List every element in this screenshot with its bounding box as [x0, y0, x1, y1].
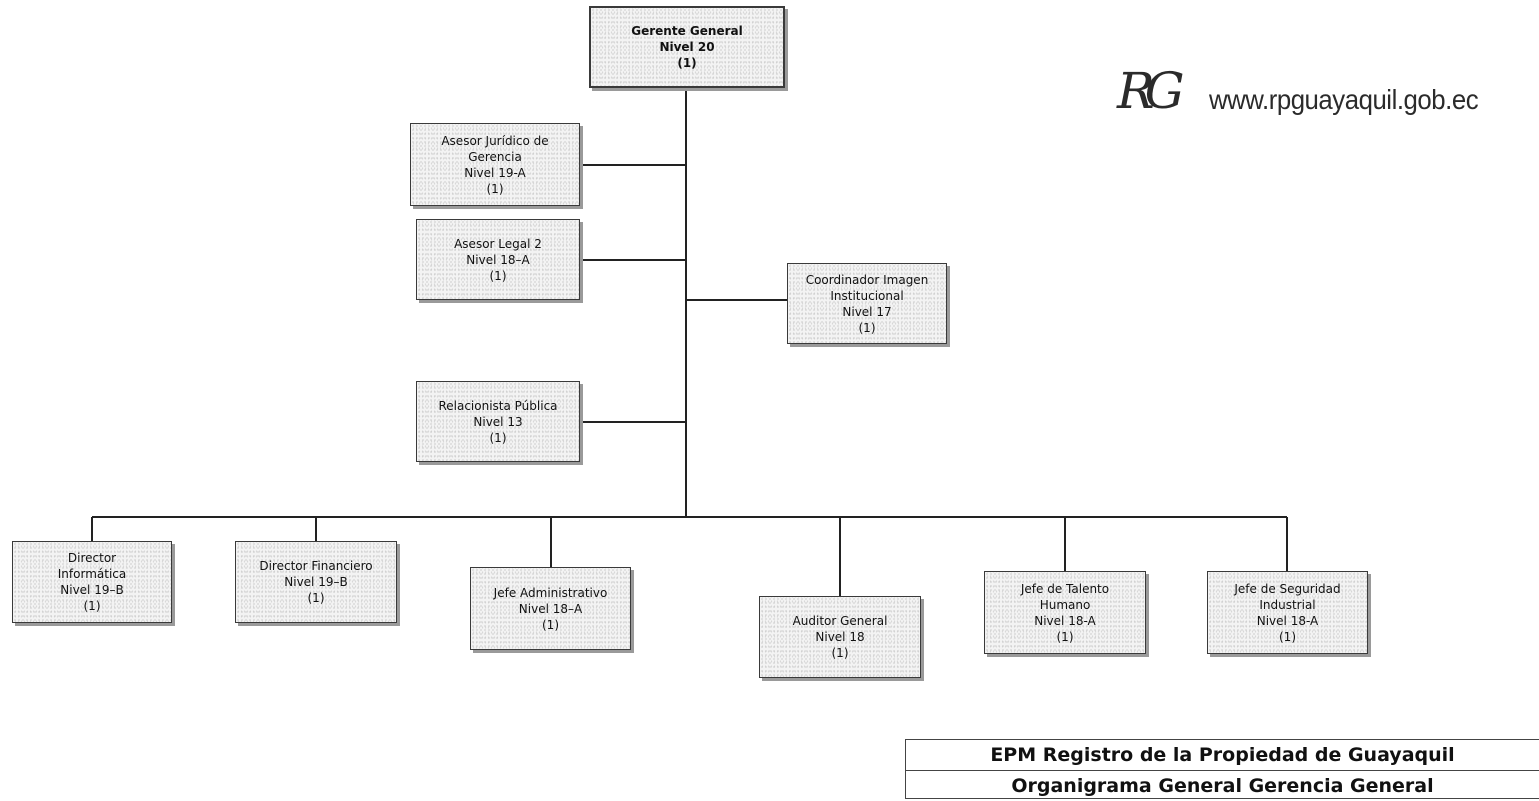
- node-asesor-juridico: Asesor Jurídico de Gerencia Nivel 19-A (…: [410, 123, 580, 206]
- node-informatica-line-3: Nivel 19–B: [60, 583, 124, 597]
- node-director-financiero: Director Financiero Nivel 19–B (1): [235, 541, 397, 623]
- node-gerente-line-2: Nivel 20: [659, 40, 715, 54]
- node-juridico-line-3: Nivel 19-A: [464, 165, 526, 180]
- node-imagen-line-2: Institucional: [830, 288, 904, 303]
- node-legal-line-1: Asesor Legal 2: [454, 236, 542, 251]
- node-administrativo-line-3: (1): [542, 617, 559, 632]
- node-seguridad-line-1: Jefe de Seguridad: [1234, 581, 1341, 596]
- node-legal-line-3: (1): [489, 268, 507, 283]
- rpg-logo: RG www.rpguayaquil.gob.ec: [1117, 62, 1517, 152]
- node-financiero-line-1: Director Financiero: [259, 559, 373, 573]
- node-imagen-line-4: (1): [858, 320, 876, 335]
- node-gerente-line-3: (1): [677, 56, 697, 70]
- node-talento-line-4: (1): [1056, 629, 1074, 644]
- node-administrativo-line-1: Jefe Administrativo: [493, 585, 608, 600]
- node-auditor-line-2: Nivel 18: [815, 630, 865, 644]
- node-gerente-line-1: Gerente General: [631, 24, 743, 38]
- node-asesor-legal: Asesor Legal 2 Nivel 18–A (1): [416, 219, 580, 300]
- website-url: www.rpguayaquil.gob.ec: [1209, 84, 1479, 115]
- node-imagen-line-1: Coordinador Imagen: [805, 272, 929, 287]
- node-juridico-line-2: Gerencia: [468, 149, 522, 164]
- node-auditor-line-1: Auditor General: [792, 614, 888, 628]
- node-informatica-line-2: Informática: [57, 567, 127, 581]
- node-jefe-talento-humano: Jefe de Talento Humano Nivel 18-A (1): [984, 571, 1146, 654]
- node-administrativo-line-2: Nivel 18–A: [518, 601, 583, 616]
- node-seguridad-line-4: (1): [1279, 629, 1296, 644]
- node-talento-line-1: Jefe de Talento: [1020, 581, 1110, 596]
- node-financiero-line-3: (1): [307, 591, 325, 605]
- title-chart-name: Organigrama General Gerencia General: [1011, 775, 1434, 797]
- node-auditor-line-3: (1): [831, 646, 849, 660]
- title-block: EPM Registro de la Propiedad de Guayaqui…: [905, 739, 1539, 799]
- node-gerente-general: Gerente General Nivel 20 (1): [589, 6, 785, 88]
- rg-monogram-icon: RG: [1117, 62, 1185, 120]
- node-seguridad-line-3: Nivel 18-A: [1256, 613, 1319, 628]
- node-jefe-administrativo: Jefe Administrativo Nivel 18–A (1): [470, 567, 631, 650]
- node-relacionista-publica: Relacionista Pública Nivel 13 (1): [416, 381, 580, 462]
- node-financiero-line-2: Nivel 19–B: [284, 575, 348, 589]
- node-jefe-seguridad-industrial: Jefe de Seguridad Industrial Nivel 18-A …: [1207, 571, 1368, 654]
- node-legal-line-2: Nivel 18–A: [466, 252, 530, 267]
- node-auditor-general: Auditor General Nivel 18 (1): [759, 596, 921, 678]
- node-seguridad-line-2: Industrial: [1259, 597, 1316, 612]
- node-relacion-line-3: (1): [489, 430, 507, 445]
- node-director-informatica: Director Informática Nivel 19–B (1): [12, 541, 172, 623]
- node-coordinador-imagen: Coordinador Imagen Institucional Nivel 1…: [787, 263, 947, 344]
- node-imagen-line-3: Nivel 17: [842, 304, 892, 319]
- node-informatica-line-4: (1): [83, 599, 101, 613]
- node-relacion-line-2: Nivel 13: [473, 414, 523, 429]
- node-relacion-line-1: Relacionista Pública: [438, 398, 558, 413]
- title-institution: EPM Registro de la Propiedad de Guayaqui…: [906, 740, 1539, 771]
- node-juridico-line-4: (1): [486, 181, 504, 196]
- node-talento-line-3: Nivel 18-A: [1034, 613, 1096, 628]
- node-juridico-line-1: Asesor Jurídico de: [441, 133, 549, 148]
- node-informatica-line-1: Director: [67, 551, 117, 565]
- node-talento-line-2: Humano: [1039, 597, 1091, 612]
